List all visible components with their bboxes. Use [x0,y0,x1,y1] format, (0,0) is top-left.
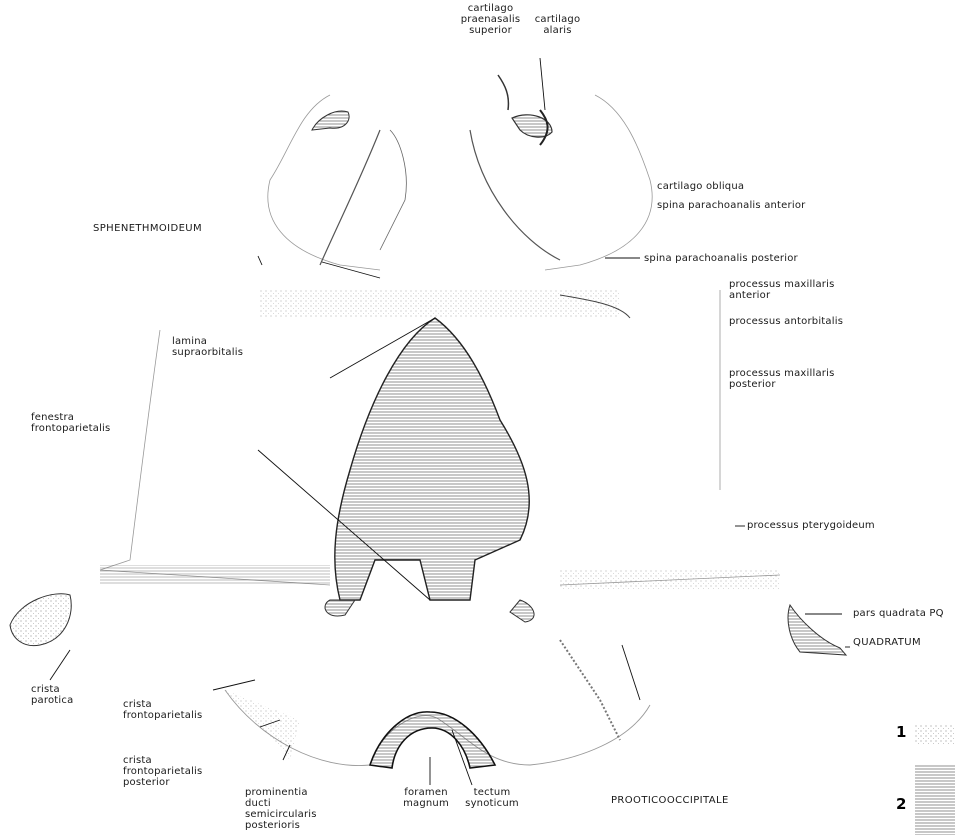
label-crista-parotica: crista parotica [31,684,73,706]
label-prooticooccipitale: PROOTICOOCCIPITALE [611,795,729,806]
key-number-1: 1 [896,723,906,741]
occipital-region [225,640,650,768]
label-crista-frontoparietalis: crista frontoparietalis [123,699,202,721]
label-cartilago-obliqua: cartilago obliqua [657,181,744,192]
label-cartilago-praenasalis-superior: cartilago praenasalis superior [448,3,533,36]
label-spina-parachoanalis-posterior: spina parachoanalis posterior [644,253,798,264]
label-tectum-synoticum: tectum synoticum [463,787,521,809]
label-crista-frontoparietalis-posterior: crista frontoparietalis posterior [123,755,202,788]
label-sphenethmoideum: SPHENETHMOIDEUM [93,223,202,234]
key-swatch-2 [915,765,955,835]
label-pars-quadrata-pq: pars quadrata PQ [853,608,944,619]
label-lamina-supraorbitalis: lamina supraorbitalis [172,336,243,358]
label-cartilago-alaris: cartilago alaris [530,14,585,36]
label-processus-pterygoideum: processus pterygoideum [747,520,875,531]
label-spina-parachoanalis-anterior: spina parachoanalis anterior [657,200,805,211]
parasphenoid-region [325,318,534,622]
label-prominentia-ducti-semicircularis-posterioris: prominentia ducti semicircularis posteri… [245,787,317,831]
label-processus-antorbitalis: processus antorbitalis [729,316,843,327]
label-fenestra-frontoparietalis: fenestra frontoparietalis [31,412,110,434]
label-processus-maxillaris-anterior: processus maxillaris anterior [729,279,835,301]
quadratum [788,605,846,655]
key-number-2: 2 [896,795,906,813]
label-processus-maxillaris-posterior: processus maxillaris posterior [729,368,835,390]
label-foramen-magnum: foramen magnum [398,787,454,809]
key-swatch-1 [915,725,955,745]
label-quadratum: QUADRATUM [853,637,921,648]
nasal-cartilages [312,75,552,145]
crista-parotica-left [10,594,71,646]
sphenethmoid-band [260,290,630,318]
